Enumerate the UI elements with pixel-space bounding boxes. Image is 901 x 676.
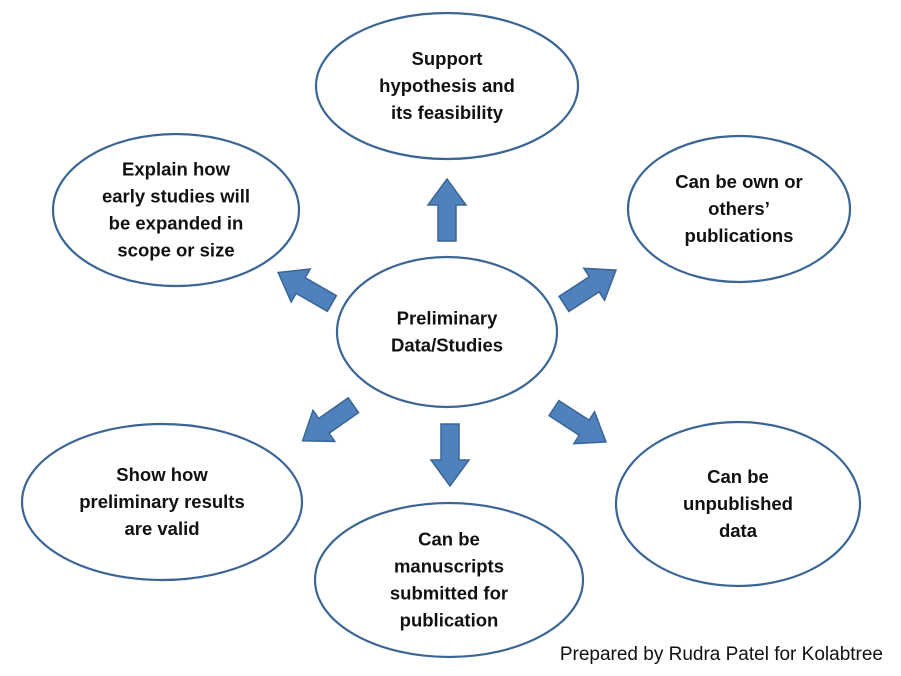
node-lower-left-label-line: preliminary results xyxy=(79,491,245,512)
node-upper-right-ellipse xyxy=(626,134,852,284)
node-lower-right-label-line: unpublished xyxy=(683,493,793,514)
node-lower-left-label-line: Show how xyxy=(116,464,208,485)
node-upper-right-label-line: Can be own or xyxy=(675,171,802,192)
center-node-label-line: Data/Studies xyxy=(391,335,503,356)
node-bottom-label-line: Can be xyxy=(418,529,480,550)
node-upper-left-label-line: early studies will xyxy=(102,186,250,207)
node-upper-left-label-line: scope or size xyxy=(117,240,234,261)
node-top-label-line: Support xyxy=(412,48,483,69)
node-bottom-label-line: submitted for xyxy=(390,583,508,604)
node-upper-left-label-line: Explain how xyxy=(122,159,231,180)
center-node-ellipse xyxy=(335,255,559,409)
node-lower-left-label-line: are valid xyxy=(124,518,199,539)
arrow-to-bottom-icon xyxy=(429,423,471,488)
arrow-to-upper-left-icon xyxy=(277,268,338,313)
node-upper-left-label-line: be expanded in xyxy=(109,213,244,234)
credit-text: Prepared by Rudra Patel for Kolabtree xyxy=(559,644,883,665)
arrow-to-top-icon xyxy=(426,177,468,242)
center-node-label-line: Preliminary xyxy=(397,308,498,329)
node-lower-right-ellipse xyxy=(614,420,862,588)
node-upper-right-label-line: others’ xyxy=(708,198,770,219)
node-bottom-label-line: publication xyxy=(400,610,499,631)
node-upper-right-label-line: publications xyxy=(685,225,794,246)
node-lower-right-label-line: data xyxy=(719,520,758,541)
node-upper-left-ellipse xyxy=(51,132,301,288)
node-bottom-label-line: manuscripts xyxy=(394,556,504,577)
node-top-ellipse xyxy=(314,11,580,161)
arrow-to-lower-left-icon xyxy=(301,396,360,443)
arrow-to-upper-right-icon xyxy=(558,267,618,313)
arrow-to-lower-right-icon xyxy=(548,399,608,445)
node-bottom-ellipse xyxy=(313,501,585,659)
node-lower-left-ellipse xyxy=(20,422,304,582)
node-lower-right-label-line: Can be xyxy=(707,466,769,487)
node-top-label-line: hypothesis and xyxy=(379,75,515,96)
node-top-label-line: its feasibility xyxy=(391,102,504,123)
